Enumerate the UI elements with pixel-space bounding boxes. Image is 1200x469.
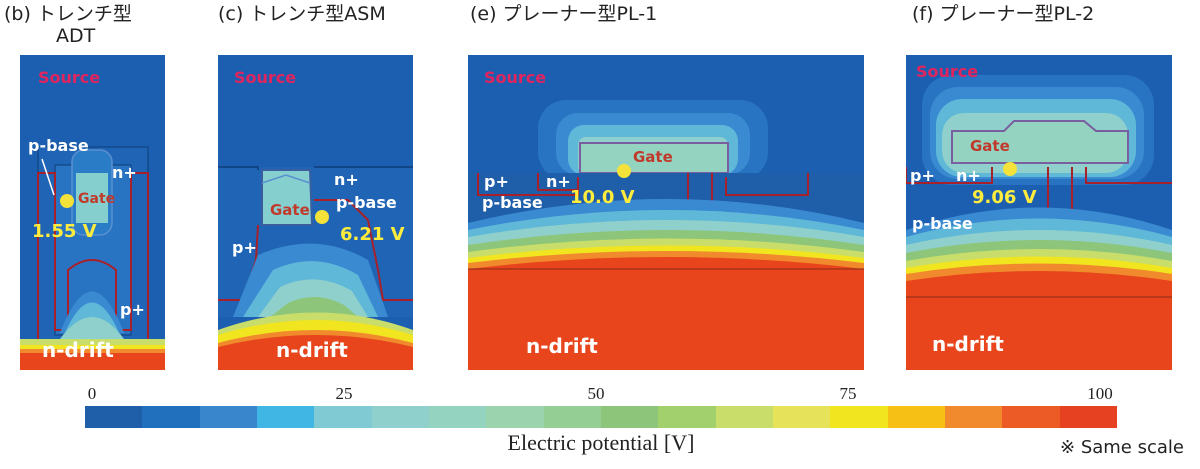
gate-probe-marker xyxy=(1003,162,1017,176)
p-base-label: p-base xyxy=(912,214,973,233)
source-label: Source xyxy=(916,62,978,81)
source-label: Source xyxy=(38,68,100,87)
colorbar-tick-50: 50 xyxy=(587,384,605,403)
n-drift-label: n-drift xyxy=(932,332,1004,356)
p-base-label: p-base xyxy=(336,193,397,212)
gate-probe-marker xyxy=(315,210,329,224)
p-plus-label: p+ xyxy=(484,172,509,191)
colorbar-segment xyxy=(199,406,257,428)
panel-c-simulation: Source n+ Gate p-base 6.21 V p+ n-drift xyxy=(218,55,413,370)
gate-label: Gate xyxy=(270,201,310,219)
colorbar-segment xyxy=(314,406,372,428)
colorbar-tick-0: 0 xyxy=(87,384,97,403)
gate-label: Gate xyxy=(78,191,115,207)
source-label: Source xyxy=(234,68,296,87)
n-plus-label: n+ xyxy=(956,166,981,185)
n-drift-label: n-drift xyxy=(42,338,114,362)
panel-e-simulation: Source Gate p+ n+ p-base 10.0 V n-drift xyxy=(468,55,864,370)
colorbar-segment xyxy=(715,406,773,428)
p-plus-label: p+ xyxy=(120,300,145,319)
colorbar-segment xyxy=(428,406,487,428)
colorbar xyxy=(85,406,1117,428)
gate-probe-marker xyxy=(617,164,631,178)
colorbar-segment xyxy=(830,406,888,428)
n-plus-label: n+ xyxy=(334,170,359,189)
p-plus-label: p+ xyxy=(232,238,257,257)
colorbar-segment xyxy=(887,406,945,428)
panel-e: Source Gate p+ n+ p-base 10.0 V n-drift xyxy=(468,55,864,370)
colorbar-segment xyxy=(1002,406,1060,428)
panel-f: Source Gate p+ n+ p-base 9.06 V n-drift xyxy=(906,55,1172,370)
voltage-label: 10.0 V xyxy=(570,187,635,208)
source-label: Source xyxy=(484,68,546,87)
gate-label: Gate xyxy=(633,148,673,166)
p-base-label: p-base xyxy=(28,136,89,155)
voltage-label: 1.55 V xyxy=(32,221,97,242)
colorbar-segment xyxy=(658,406,716,428)
colorbar-segment xyxy=(600,406,659,428)
panel-b: Source p-base n+ Gate 1.55 V p+ n-drift xyxy=(20,55,165,370)
panel-f-simulation: Source Gate p+ n+ p-base 9.06 V n-drift xyxy=(906,55,1172,370)
gate-label: Gate xyxy=(970,137,1010,155)
colorbar-segment xyxy=(256,406,315,428)
panel-c: Source n+ Gate p-base 6.21 V p+ n-drift xyxy=(218,55,413,370)
colorbar-tick-100: 100 xyxy=(1087,384,1113,403)
p-plus-label: p+ xyxy=(910,166,935,185)
colorbar-segment xyxy=(142,406,200,428)
panel-f-title: (f) プレーナー型PL-2 xyxy=(912,3,1095,25)
same-scale-note: ※ Same scale xyxy=(1060,437,1184,458)
colorbar-label: Electric potential [V] xyxy=(507,430,695,455)
colorbar-segment xyxy=(543,406,601,428)
n-drift-label: n-drift xyxy=(276,338,348,362)
n-plus-label: n+ xyxy=(112,163,137,182)
colorbar-tick-75: 75 xyxy=(839,384,857,403)
panel-e-title: (e) プレーナー型PL-1 xyxy=(470,3,658,25)
colorbar-segment xyxy=(371,406,429,428)
n-plus-label: n+ xyxy=(546,172,571,191)
colorbar-segment xyxy=(85,406,143,428)
panel-b-simulation: Source p-base n+ Gate 1.55 V p+ n-drift xyxy=(20,55,165,370)
gate-probe-marker xyxy=(60,194,74,208)
colorbar-segment xyxy=(772,406,831,428)
voltage-label: 6.21 V xyxy=(340,224,405,245)
colorbar-segment xyxy=(944,406,1003,428)
p-base-label: p-base xyxy=(482,193,543,212)
n-drift-label: n-drift xyxy=(526,334,598,358)
colorbar-tick-25: 25 xyxy=(335,384,353,403)
panel-b-title: (b) トレンチ型 ADT xyxy=(4,3,132,47)
voltage-label: 9.06 V xyxy=(972,187,1037,208)
colorbar-segment xyxy=(486,406,544,428)
colorbar-segment xyxy=(1059,406,1117,428)
panel-c-title: (c) トレンチ型ASM xyxy=(218,3,386,25)
